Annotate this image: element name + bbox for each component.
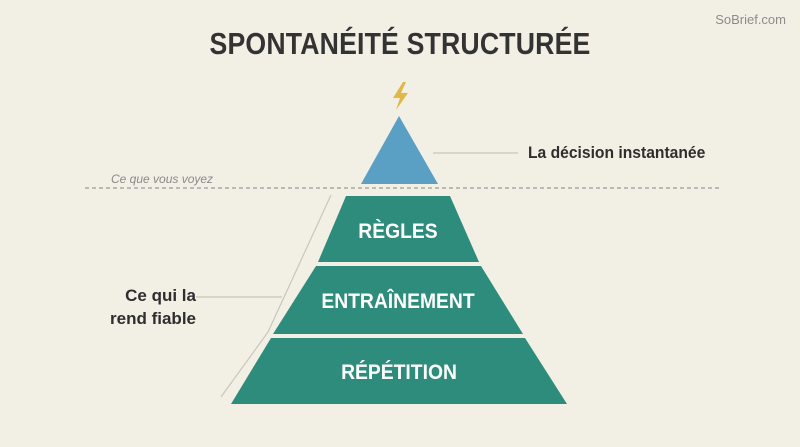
brand-watermark: SoBrief.com [715,12,786,27]
left-label-line-2: rend fiable [110,309,196,328]
left-bracket-upper [267,194,332,333]
tier-label-repetition: RÉPÉTITION [341,360,457,384]
pyramid-tier-repetition [231,338,567,404]
top-label: La décision instantanée [528,143,706,162]
tier-label-entrainement: ENTRAÎNEMENT [321,288,475,313]
lightning-bolt-icon [393,82,408,110]
pyramid-tip [361,116,438,184]
left-label: Ce qui la rend fiable [96,284,196,330]
diagram-title: SPONTANÉITÉ STRUCTURÉE [209,26,591,61]
pyramid-tier-regles [318,196,479,262]
left-label-line-1: Ce qui la [125,286,196,305]
pyramid-tier-entrainement [273,266,523,334]
left-bracket-lower [220,331,269,398]
visible-caption: Ce que vous voyez [111,172,214,186]
tier-label-regles: RÈGLES [358,219,437,243]
